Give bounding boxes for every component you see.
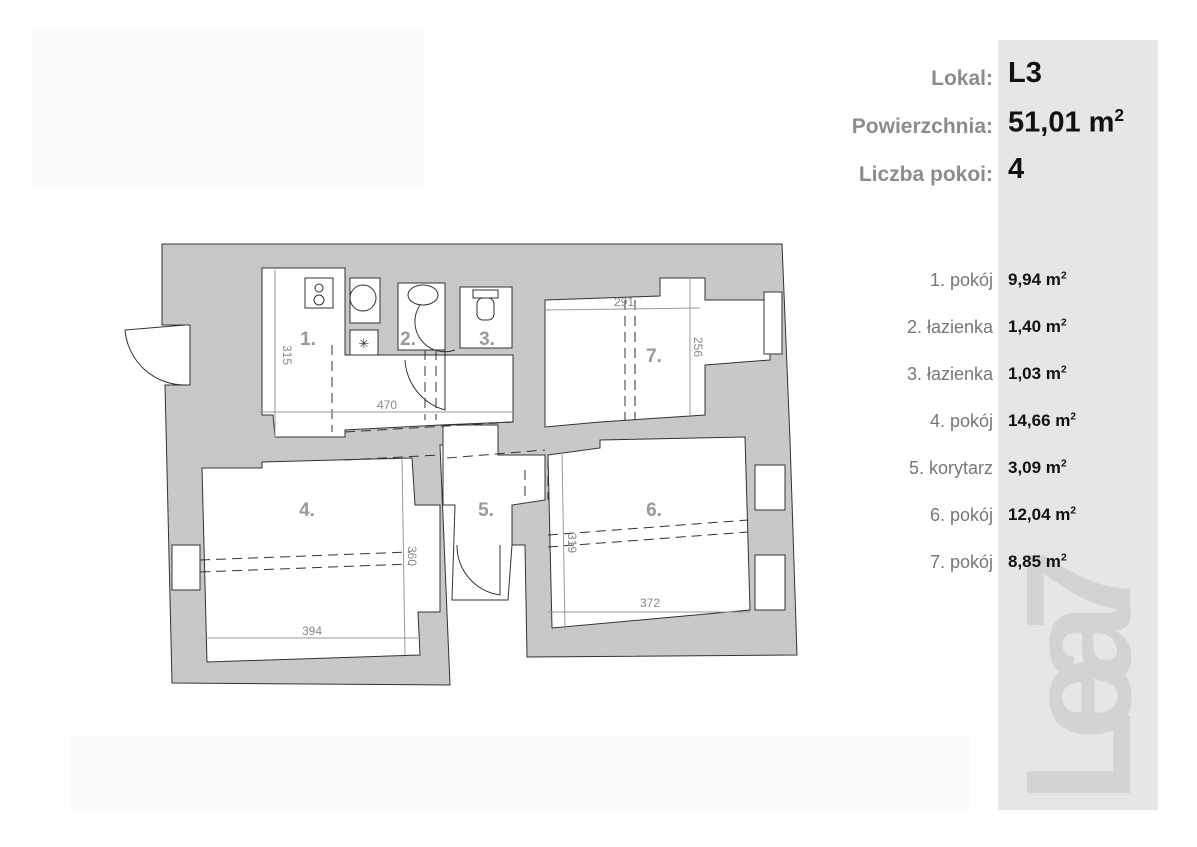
doors [124, 304, 501, 596]
dim-394: 394 [302, 624, 322, 638]
dim-319: 319 [565, 533, 579, 553]
room-label: 1. pokój [929, 270, 993, 290]
dashed-lines [199, 300, 749, 573]
room-list-item: 1. pokój 9,94 m2 [700, 270, 1197, 310]
room-number-6: 6. [646, 500, 662, 521]
room-5 [442, 424, 546, 601]
room-area: 12,04 m2 [1008, 505, 1077, 524]
room-list-item: 4. pokój 14,66 m2 [700, 411, 1197, 451]
area-label: Powierzchnia: [851, 115, 993, 138]
summary-lokal: Lokal: L3 [700, 55, 1197, 95]
dim-256: 256 [691, 337, 705, 357]
room-number-5: 5. [478, 500, 494, 521]
svg-text:✳: ✳ [359, 336, 370, 351]
room-number-2: 2. [400, 329, 416, 350]
rooms-label: Liczba pokoi: [858, 163, 993, 186]
svg-text:Lea7: Lea7 [1010, 548, 1145, 803]
room-area: 14,66 m2 [1008, 411, 1077, 430]
lokal-value: L3 [1008, 57, 1042, 89]
rooms [201, 267, 771, 663]
summary-area: Powierzchnia: 51,01 m2 [700, 103, 1197, 143]
room-number-7: 7. [646, 346, 662, 367]
dim-315: 315 [280, 345, 294, 365]
summary-rooms: Liczba pokoi: 4 [700, 151, 1197, 191]
room-label: 3. łazienka [906, 364, 993, 384]
room-area: 1,03 m2 [1008, 364, 1067, 383]
room-area: 9,94 m2 [1008, 270, 1067, 289]
lokal-label: Lokal: [931, 67, 993, 90]
washbasin-icon [407, 284, 439, 306]
room-1 [261, 267, 514, 438]
room-label: 7. pokój [929, 552, 993, 572]
dim-360: 360 [405, 546, 419, 566]
room-area: 8,85 m2 [1008, 552, 1067, 571]
room-number-1: 1. [300, 329, 316, 350]
dim-291: 291 [614, 295, 634, 309]
room-4 [201, 457, 441, 663]
room-label: 4. pokój [929, 411, 993, 431]
blank-area-top [32, 28, 424, 186]
dim-470: 470 [377, 398, 397, 412]
info-panel [998, 40, 1158, 810]
room-list-item: 2. łazienka 1,40 m2 [700, 317, 1197, 357]
room-label: 6. pokój [929, 505, 993, 525]
room-list-item: 3. łazienka 1,03 m2 [700, 364, 1197, 404]
windows [171, 291, 786, 611]
room-area: 1,40 m2 [1008, 317, 1067, 336]
logo-watermark: Lea7 [1010, 548, 1145, 803]
boiler-icon [349, 329, 379, 356]
room-list-item: 6. pokój 12,04 m2 [700, 505, 1197, 545]
stove-icon [304, 277, 334, 309]
room-label: 2. łazienka [906, 317, 993, 337]
toilet-icon [472, 289, 499, 299]
fixtures: ✳ [304, 277, 499, 356]
room-list-item: 5. korytarz 3,09 m2 [700, 458, 1197, 498]
room-label: 5. korytarz [908, 458, 993, 478]
blank-area-bottom [70, 735, 970, 810]
dim-372: 372 [640, 596, 660, 610]
room-number-4: 4. [299, 500, 315, 521]
rooms-value: 4 [1008, 153, 1025, 185]
area-value: 51,01 m2 [1008, 105, 1125, 139]
room-6 [547, 436, 751, 629]
dimension-lines [205, 270, 750, 656]
room-list-item: 7. pokój 8,85 m2 [700, 552, 1197, 592]
room-area: 3,09 m2 [1008, 458, 1067, 477]
room-number-3: 3. [479, 329, 495, 350]
